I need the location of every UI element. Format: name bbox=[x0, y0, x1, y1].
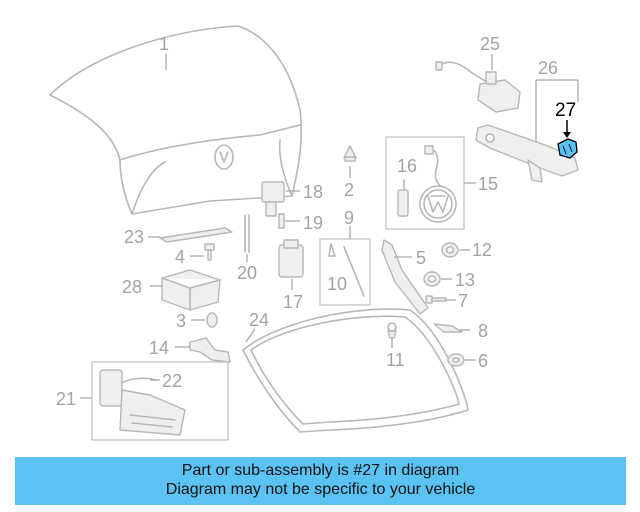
callout-14: 14 bbox=[149, 338, 169, 358]
banner-line-1: Part or sub-assembly is #27 in diagram bbox=[181, 462, 460, 479]
washer-part-6[interactable] bbox=[447, 353, 465, 367]
callout-5: 5 bbox=[416, 248, 426, 268]
bumper-stop-part-2[interactable] bbox=[343, 145, 357, 162]
callout-6: 6 bbox=[478, 351, 488, 371]
actuator-part-18[interactable] bbox=[261, 181, 285, 217]
grommet-part-3[interactable] bbox=[206, 312, 218, 328]
clip-part-19[interactable] bbox=[278, 213, 285, 229]
bushing-part-13[interactable] bbox=[423, 271, 441, 287]
callout-4: 4 bbox=[175, 247, 185, 267]
callout-27: 27 bbox=[555, 100, 576, 121]
callout-28: 28 bbox=[122, 277, 142, 297]
callout-10: 10 bbox=[327, 274, 347, 294]
callout-16: 16 bbox=[397, 156, 417, 176]
rod-part-20[interactable] bbox=[244, 214, 250, 253]
callout-1: 1 bbox=[159, 34, 169, 54]
control-module-part-28[interactable] bbox=[161, 269, 221, 311]
emblem-part-16[interactable] bbox=[419, 145, 457, 223]
callout-22: 22 bbox=[162, 371, 182, 391]
camera-part-16[interactable] bbox=[397, 179, 409, 217]
callout-23: 23 bbox=[124, 227, 144, 247]
hinge-bracket-part-14[interactable] bbox=[189, 337, 231, 363]
info-banner: Part or sub-assembly is #27 in diagram D… bbox=[15, 457, 626, 505]
actuator-part-25[interactable] bbox=[435, 61, 521, 113]
bushing-part-12[interactable] bbox=[441, 242, 459, 258]
callout-2: 2 bbox=[344, 180, 354, 200]
callout-17: 17 bbox=[283, 292, 303, 312]
callout-24: 24 bbox=[249, 310, 269, 330]
callout-15: 15 bbox=[478, 174, 498, 194]
hinge-arm-part-26[interactable] bbox=[475, 124, 579, 183]
callout-13: 13 bbox=[455, 270, 475, 290]
highlighted-part-27[interactable] bbox=[557, 138, 578, 159]
callout-7: 7 bbox=[458, 291, 468, 311]
cable-part-22[interactable] bbox=[121, 377, 157, 384]
banner-line-2: Diagram may not be specific to your vehi… bbox=[165, 481, 476, 498]
parts-diagram: 1 2 18 19 23 4 20 17 bbox=[49, 25, 579, 441]
trunk-lid-part-1[interactable] bbox=[49, 25, 303, 215]
moulding-part-23[interactable] bbox=[159, 227, 233, 243]
hinge-part-5[interactable] bbox=[381, 239, 429, 315]
callout-8: 8 bbox=[478, 321, 488, 341]
callout-11: 11 bbox=[386, 350, 405, 370]
callout-12: 12 bbox=[472, 240, 492, 260]
group-box-9-10 bbox=[319, 238, 371, 306]
trunk-lock-part-21[interactable] bbox=[99, 369, 186, 436]
callout-25: 25 bbox=[480, 34, 500, 54]
group-box-21-22 bbox=[91, 361, 229, 441]
bracket-part-8[interactable] bbox=[433, 323, 463, 333]
callout-26: 26 bbox=[538, 58, 558, 78]
bolt-part-7[interactable] bbox=[425, 295, 447, 304]
weatherstrip-part-24[interactable] bbox=[242, 308, 469, 433]
callout-9: 9 bbox=[344, 208, 354, 228]
callout-20: 20 bbox=[237, 263, 257, 283]
striker-part-11[interactable] bbox=[387, 322, 397, 339]
callout-3: 3 bbox=[176, 311, 186, 331]
lock-part-17[interactable] bbox=[278, 239, 304, 278]
callout-19: 19 bbox=[303, 213, 323, 233]
gas-strut-part-10[interactable] bbox=[328, 243, 365, 297]
bolt-part-4[interactable] bbox=[204, 243, 215, 261]
callout-21: 21 bbox=[56, 389, 76, 409]
callout-18: 18 bbox=[303, 182, 323, 202]
